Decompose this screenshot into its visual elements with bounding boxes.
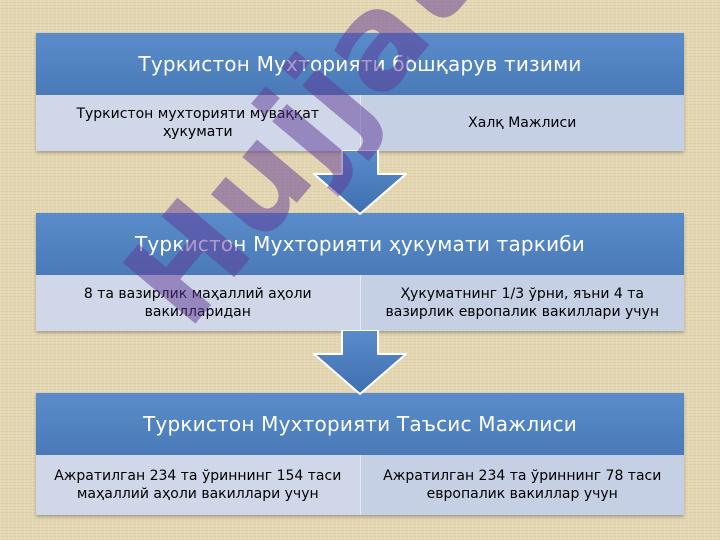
block-title: Туркистон Мухторияти бошқарув тизими bbox=[36, 33, 684, 95]
down-arrow-icon bbox=[313, 150, 407, 215]
cell-peoples-assembly: Халқ Мажлиси bbox=[359, 95, 684, 151]
cell-european-seats: Ажратилган 234 та ўриннинг 78 таси европ… bbox=[359, 455, 684, 515]
block-title: Туркистон Мухторияти Таъсис Мажлиси bbox=[36, 393, 684, 455]
block-row: Туркистон мухторияти муваққат ҳукумати Х… bbox=[36, 95, 684, 151]
block-government-composition: Туркистон Мухторияти ҳукумати таркиби 8 … bbox=[36, 213, 684, 331]
cell-provisional-government: Туркистон мухторияти муваққат ҳукумати bbox=[36, 95, 360, 151]
down-arrow-icon bbox=[313, 330, 407, 395]
block-governance-system: Туркистон Мухторияти бошқарув тизими Тур… bbox=[36, 33, 684, 151]
cell-local-seats: Ажратилган 234 та ўриннинг 154 таси маҳа… bbox=[36, 455, 360, 515]
block-row: Ажратилган 234 та ўриннинг 154 таси маҳа… bbox=[36, 455, 684, 515]
cell-local-ministries: 8 та вазирлик маҳаллий аҳоли вакилларида… bbox=[36, 275, 360, 331]
block-constituent-assembly: Туркистон Мухторияти Таъсис Мажлиси Ажра… bbox=[36, 393, 684, 515]
cell-european-ministries: Ҳукуматнинг 1/3 ўрни, яъни 4 та вазирлик… bbox=[359, 275, 684, 331]
block-title: Туркистон Мухторияти ҳукумати таркиби bbox=[36, 213, 684, 275]
block-row: 8 та вазирлик маҳаллий аҳоли вакилларида… bbox=[36, 275, 684, 331]
